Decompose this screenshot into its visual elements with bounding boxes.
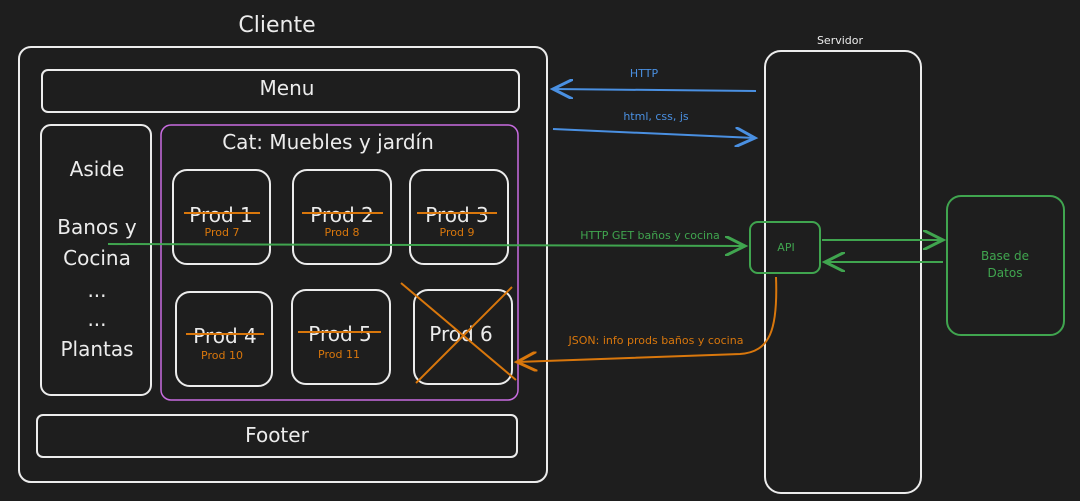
aside-item-cocina[interactable]: Cocina (63, 246, 131, 270)
footer-box[interactable] (36, 414, 518, 458)
product-name-5: Prod 5 (308, 322, 372, 346)
product-name-3: Prod 3 (425, 203, 489, 227)
product-replacement-4: Prod 10 (201, 349, 243, 362)
category-box (160, 124, 519, 401)
assets-arrow (552, 129, 755, 138)
cross-line-a (400, 282, 517, 381)
product-replacement-1: Prod 7 (205, 226, 240, 239)
product-card-4[interactable] (175, 291, 273, 387)
database-label-line2: Datos (988, 266, 1023, 280)
product-replacement-3: Prod 9 (440, 226, 475, 239)
product-name-4: Prod 4 (193, 324, 257, 348)
get-request-label: HTTP GET baños y cocina (580, 229, 720, 242)
product-card-3[interactable] (409, 169, 509, 265)
aside-title: Aside (70, 157, 125, 181)
database-box (946, 195, 1065, 336)
footer-label: Footer (245, 423, 309, 447)
aside-box[interactable] (40, 124, 152, 396)
get-request-arrow (107, 244, 745, 246)
category-title: Cat: Muebles y jardín (222, 130, 434, 154)
json-response-arrow (517, 276, 778, 362)
aside-item-banos[interactable]: Banos y (57, 215, 137, 239)
product-replacement-2: Prod 8 (325, 226, 360, 239)
aside-item-plantas[interactable]: Plantas (60, 337, 133, 361)
product-name-2: Prod 2 (310, 203, 374, 227)
json-response-label: JSON: info prods baños y cocina (568, 334, 744, 347)
client-box (18, 46, 548, 483)
cross-line-b (415, 286, 513, 384)
server-title: Servidor (817, 34, 864, 47)
http-arrow (553, 89, 757, 91)
http-arrow-label: HTTP (630, 67, 659, 80)
product-card-2[interactable] (292, 169, 392, 265)
api-label: API (777, 241, 794, 254)
api-box[interactable] (749, 221, 821, 274)
product-replacement-5: Prod 11 (318, 348, 360, 361)
assets-arrow-label: html, css, js (623, 110, 689, 123)
menu-label: Menu (260, 76, 315, 100)
product-card-6[interactable] (413, 289, 513, 385)
aside-item-ellipsis-2: ... (87, 307, 106, 331)
product-card-1[interactable] (172, 169, 271, 265)
client-title: Cliente (238, 13, 315, 38)
product-name-1: Prod 1 (189, 203, 253, 227)
product-card-5[interactable] (291, 289, 391, 385)
aside-item-ellipsis-1: ... (87, 278, 106, 302)
menu-box[interactable] (41, 69, 520, 113)
database-label-line1: Base de (981, 249, 1029, 263)
